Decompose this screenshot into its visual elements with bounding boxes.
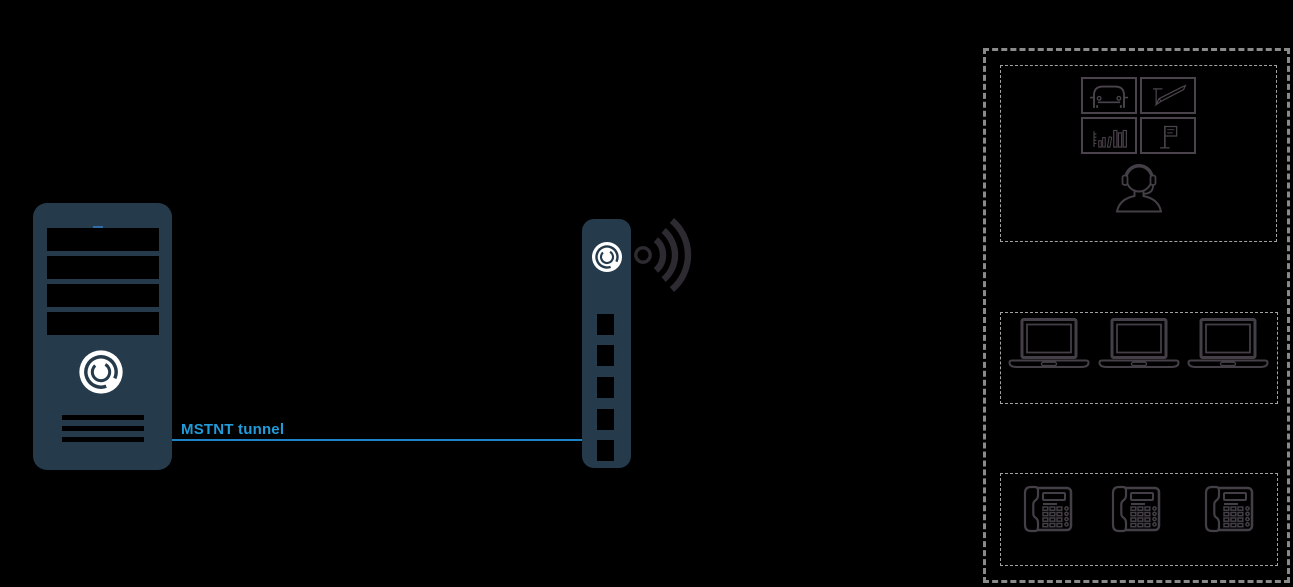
books-icon [1085,121,1133,151]
pen-icon-cell [1140,77,1196,114]
pen-icon [1144,81,1192,111]
server-drive-bay [47,256,159,279]
flag-icon-cell [1140,117,1196,154]
tunnel-link-line [171,439,585,441]
flag-icon [1144,121,1192,151]
router-port [597,377,614,398]
tunnel-label: MSTNT tunnel [181,421,285,438]
server-tower [33,203,172,470]
laptop-icon [1186,317,1270,371]
desk-phone-icon [1017,480,1075,534]
gateway-router [582,219,631,468]
desk-phone-icon [1105,480,1163,534]
router-port [597,345,614,366]
router-port [597,409,614,430]
server-drive-bay [47,284,159,307]
laptops-group [1000,312,1278,404]
books-icon-cell [1081,117,1137,154]
server-drive-bay [47,312,159,335]
server-vent-line [62,426,144,431]
swirl-logo-icon [589,239,625,275]
server-drive-bay [47,228,159,251]
support-agent-icon [1111,158,1167,216]
laptop-icon [1097,317,1181,371]
laptop-icon [1007,317,1091,371]
router-port [597,314,614,335]
meeting-room-group [1000,65,1277,242]
server-vent-line [62,415,144,420]
desk-phones-group [1000,473,1278,566]
remote-site-boundary [983,48,1290,583]
wifi-signal-icon [631,210,703,300]
swirl-logo-icon [75,346,127,398]
server-led-indicator [93,226,103,228]
car-icon-cell [1081,77,1137,114]
router-port [597,440,614,461]
car-icon [1085,81,1133,111]
server-vent-line [62,437,144,442]
desk-phone-icon [1198,480,1256,534]
